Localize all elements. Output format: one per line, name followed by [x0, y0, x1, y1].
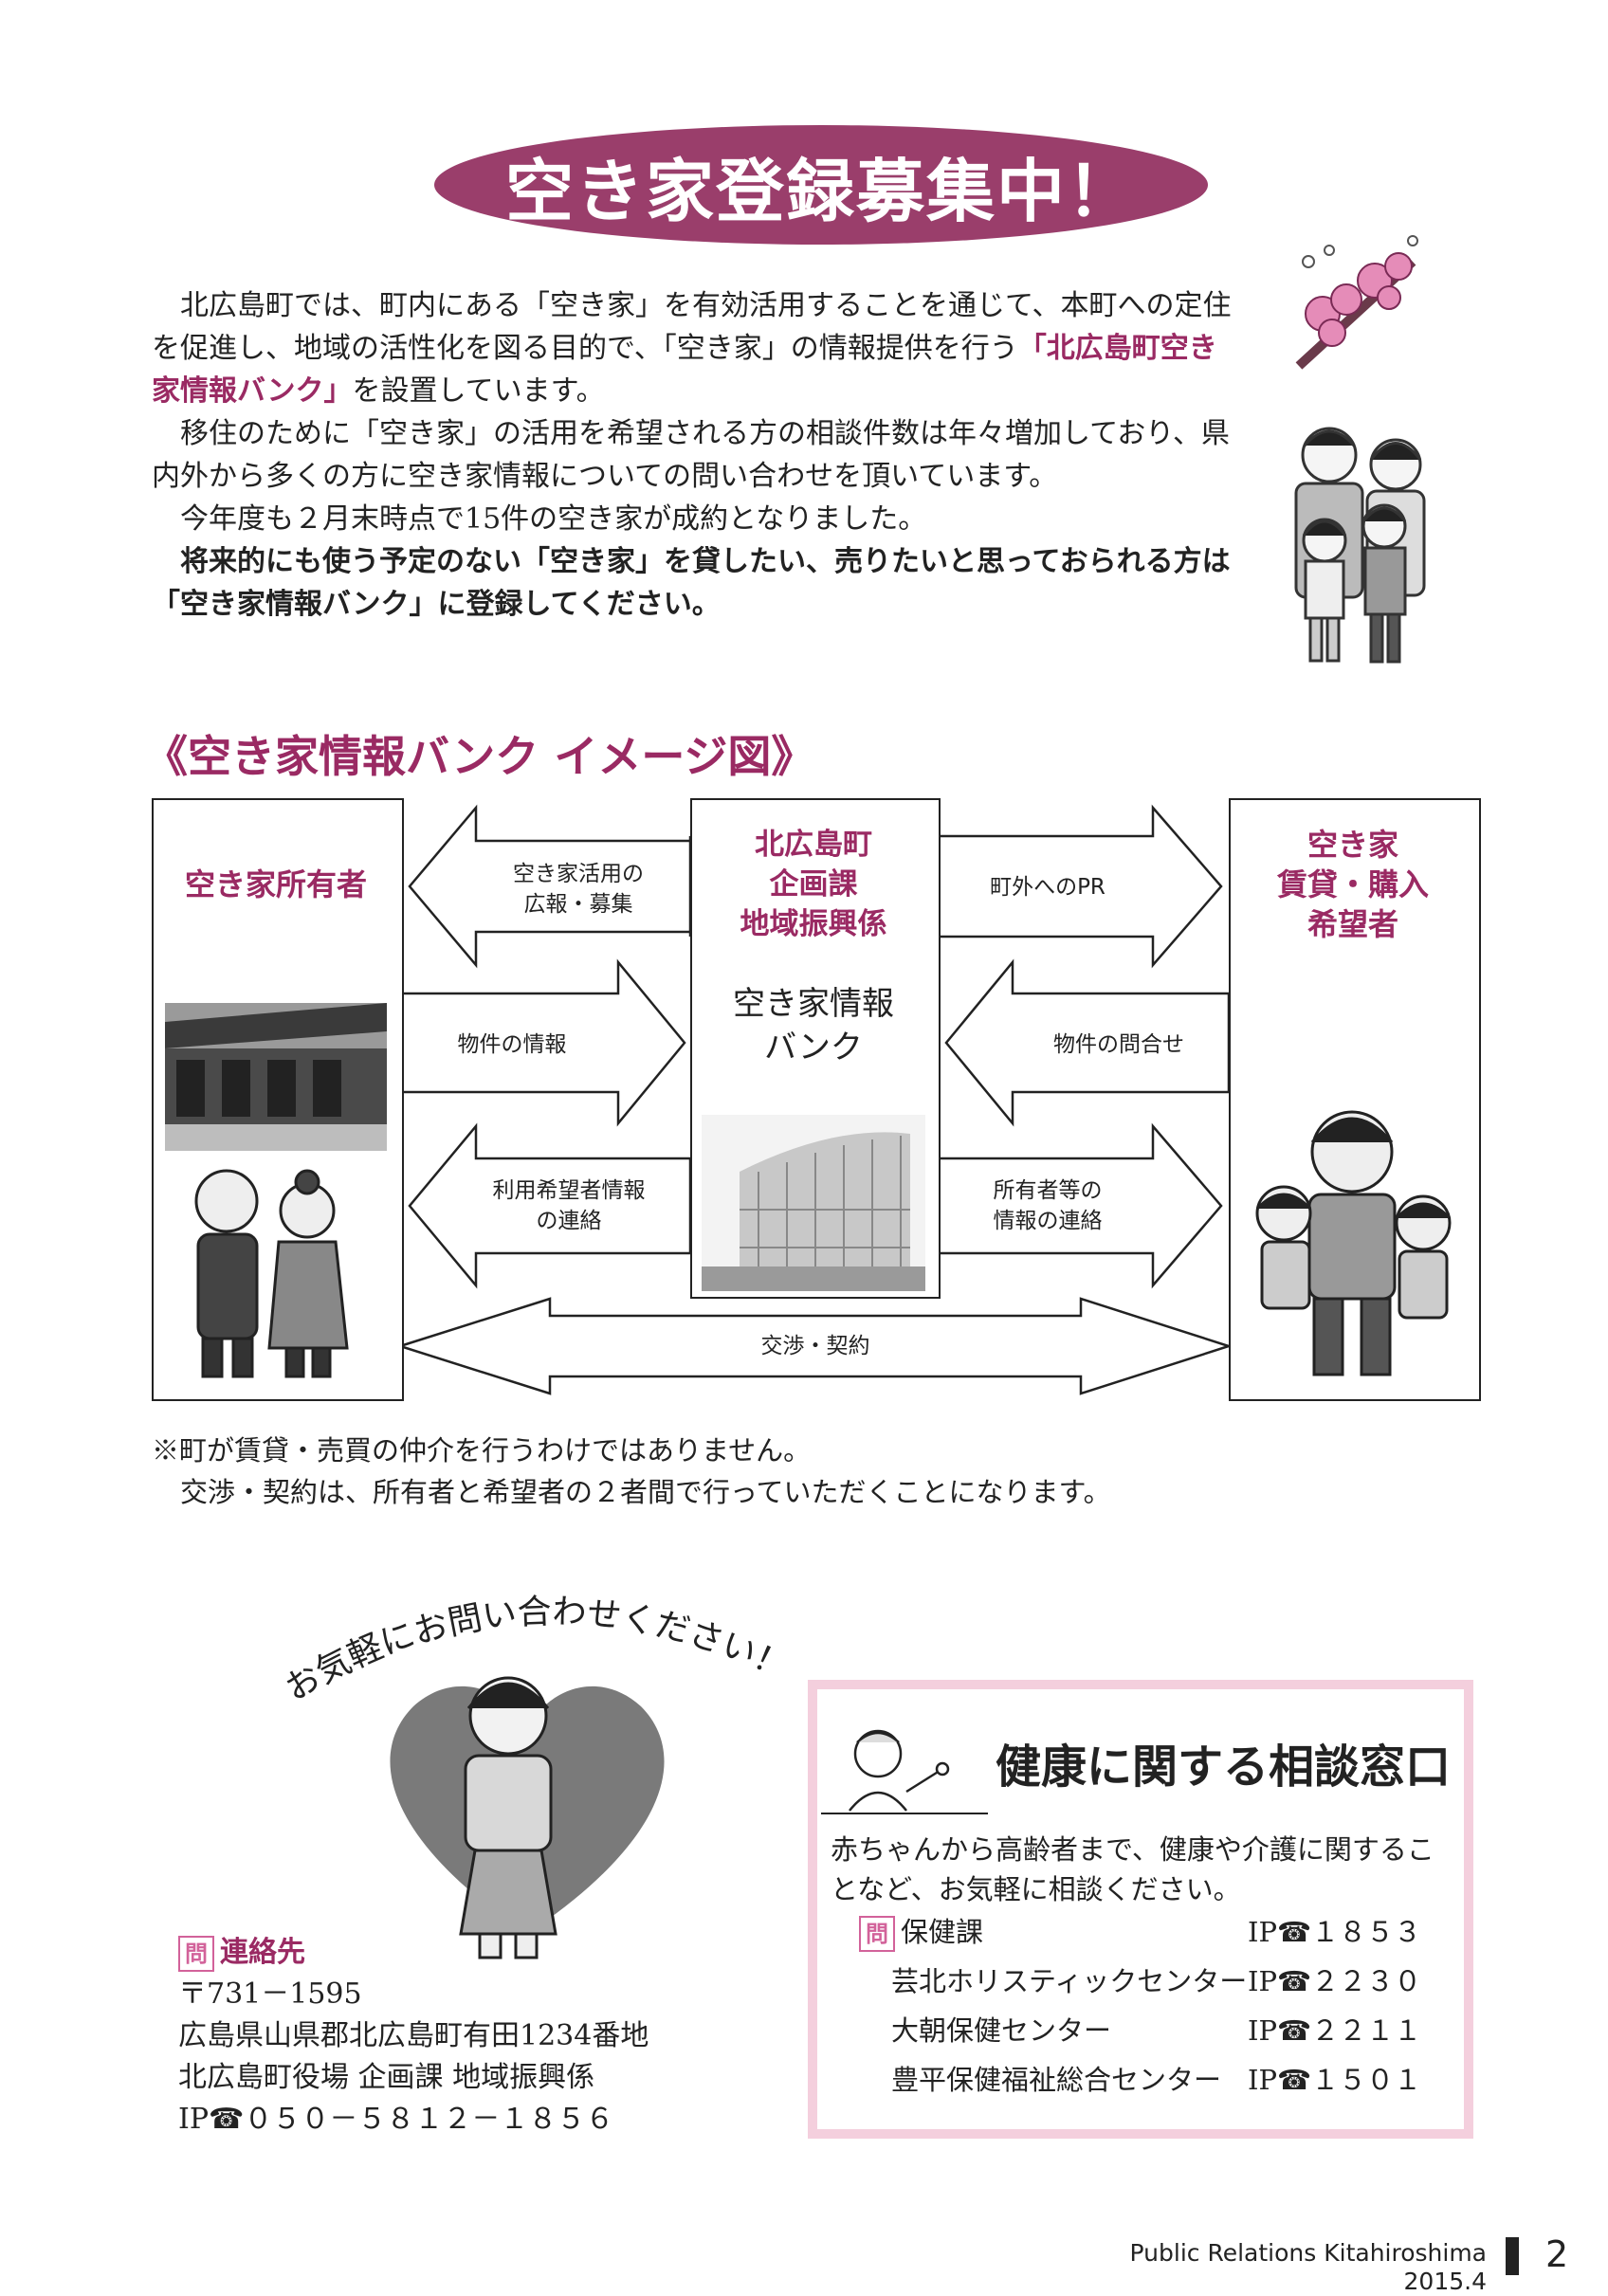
old-house-photo: [165, 1003, 387, 1151]
arrow-property-inquiry: [944, 958, 1231, 1127]
health-phone-1: IP☎１８５３: [1248, 1916, 1422, 1948]
intro-paragraph-4: 将来的にも使う予定のない「空き家」を貸したい、売りたいと思っておられる方は「空き…: [152, 545, 1231, 621]
town-hall-photo: [702, 1115, 925, 1291]
page-number: 2: [1545, 2233, 1569, 2275]
owner-label: 空き家所有者: [184, 866, 367, 902]
health-row-4: 豊平保健福祉総合センター: [891, 2064, 1222, 2096]
nurse-icon: [821, 1729, 988, 1814]
inquiry-arc-text: お気軽にお問い合わせください！: [279, 1593, 795, 1706]
cheering-family-illustration: [1255, 1110, 1452, 1376]
intro-paragraph-2: 移住のために「空き家」の活用を希望される方の相談件数は年々増加しており、県内外か…: [152, 417, 1230, 493]
contact-office: 北広島町役場 企画課 地域振興係: [178, 2061, 595, 2094]
intro-paragraph-1: 北広島町では、町内にある「空き家」を有効活用することを通じて、本町への定住を促進…: [152, 289, 1232, 408]
arrow-owner-info: [935, 1122, 1223, 1289]
label-pr-recruit: 空き家活用の 広報・募集: [513, 862, 644, 917]
health-row-2: 芸北ホリスティックセンター: [891, 1965, 1248, 1997]
disclaimer-note: ※町が賃貸・売買の仲介を行うわけではありません。 交渉・契約は、所有者と希望者の…: [152, 1434, 1111, 1508]
arrow-property-info: [398, 958, 686, 1127]
family-illustration: [1294, 427, 1426, 664]
label-property-inquiry: 物件の問合せ: [1053, 1032, 1184, 1057]
center-bank-label: 空き家情報 バンク: [733, 985, 894, 1066]
contact-info: 問連絡先 〒731－1595 広島県山県郡北広島町有田1234番地 北広島町役場…: [178, 1932, 649, 2141]
arrow-outside-pr: [935, 804, 1223, 969]
health-row-3: 大朝保健センター: [891, 2014, 1112, 2047]
contact-postal: 〒731－1595: [178, 1977, 362, 2011]
health-phone-4: IP☎１５０１: [1248, 2064, 1422, 2096]
arrow-user-info: [408, 1122, 692, 1289]
health-phone-2: IP☎２２３０: [1248, 1965, 1422, 1997]
health-description: 赤ちゃんから高齢者まで、健康や介護に関することなど、お気軽に相談ください。: [831, 1833, 1434, 1905]
diagram-arrows: [395, 804, 1233, 1395]
seeker-label: 空き家 賃貸・購入 希望者: [1276, 827, 1429, 942]
contact-label-row: 問連絡先: [178, 1932, 649, 1974]
contact-phone: IP☎０５０－５８１２－１８５６: [178, 2103, 614, 2136]
health-mon-icon: 問: [859, 1916, 895, 1952]
health-consultation-box: [808, 1680, 1473, 2139]
heart-woman-illustration: [390, 1676, 665, 1959]
center-dept-label: 北広島町 企画課 地域振興係: [740, 828, 887, 941]
label-owner-info: 所有者等の 情報の連絡: [993, 1178, 1103, 1233]
intro-paragraph-3: 今年度も２月末時点で15件の空き家が成約となりました。: [180, 502, 927, 536]
bank-name-highlight: 「北広島町空き家情報バンク」: [152, 332, 1217, 408]
label-user-info: 利用希望者情報 の連絡: [492, 1178, 646, 1233]
health-title: 健康に関する相談窓口: [996, 1740, 1452, 1794]
contact-address: 広島県山県郡北広島町有田1234番地: [178, 2019, 649, 2052]
elderly-couple-illustration: [194, 1169, 349, 1378]
diagram-heading: 《空き家情報バンク イメージ図》: [144, 731, 815, 782]
intro-text: 北広島町では、町内にある「空き家」を有効活用することを通じて、本町への定住を促進…: [152, 284, 1233, 626]
inquiry-mon-icon: 問: [178, 1936, 214, 1972]
label-outside-pr: 町外へのPR: [990, 875, 1106, 900]
label-negotiation: 交渉・契約: [760, 1334, 870, 1358]
footer-publication: Public Relations Kitahiroshima 2015.4: [1129, 2239, 1487, 2295]
plum-blossom-illustration: [1295, 235, 1418, 370]
health-row-1: 問保健課: [859, 1913, 983, 1952]
label-property-info: 物件の情報: [457, 1032, 567, 1057]
footer-divider: [1506, 2237, 1519, 2275]
health-phone-3: IP☎２２１１: [1248, 2014, 1422, 2047]
page-title: 空き家登録募集中！: [434, 125, 1208, 245]
